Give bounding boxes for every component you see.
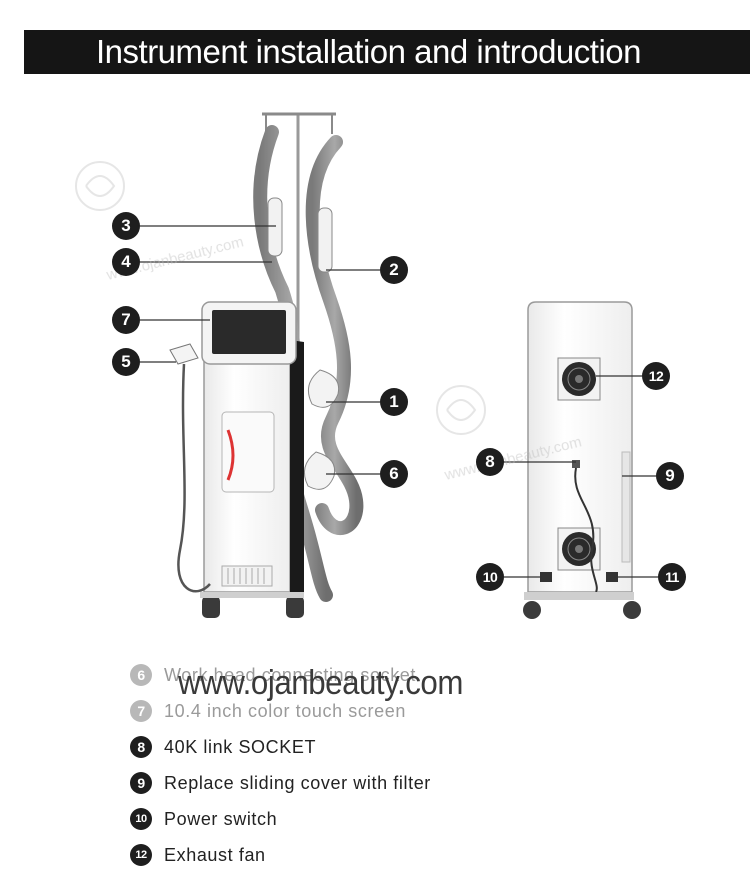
- legend-text: Work head connecting socket: [164, 664, 417, 685]
- legend-text: 40K link SOCKET: [164, 736, 317, 757]
- exhaust-fan-icon: [557, 357, 601, 401]
- callout-2: 2: [380, 256, 408, 284]
- ojan-logo-icon: [75, 161, 486, 435]
- legend-item: 12 Exhaust fan: [130, 837, 431, 873]
- callout-12: 12: [642, 362, 670, 390]
- header-banner: [24, 30, 750, 74]
- legend-text: Replace sliding cover with filter: [164, 772, 431, 793]
- legend-item: 7 10.4 inch color touch screen: [130, 693, 431, 729]
- callout-11: 11: [658, 563, 686, 591]
- callout-6: 6: [380, 460, 408, 488]
- callout-7: 7: [112, 306, 140, 334]
- callout-4: 4: [112, 248, 140, 276]
- website-watermark: www.ojanbeauty.com: [178, 664, 463, 702]
- callout-10: 10: [476, 563, 504, 591]
- device-illustration: www.ojanbeauty.com www.ojanbeauty.com: [75, 112, 658, 619]
- callout-9: 9: [656, 462, 684, 490]
- legend-number: 9: [130, 772, 152, 794]
- legend-list: 6 Work head connecting socket 7 10.4 inc…: [130, 657, 431, 873]
- legend-text: Exhaust fan: [164, 844, 266, 865]
- legend-number: 6: [130, 664, 152, 686]
- legend-item: 6 Work head connecting socket: [130, 657, 431, 693]
- legend-number: 10: [130, 808, 152, 830]
- page-title: Instrument installation and introduction: [96, 33, 642, 70]
- legend-item: 9 Replace sliding cover with filter: [130, 765, 431, 801]
- legend-item: 8 40K link SOCKET: [130, 729, 431, 765]
- callout-5: 5: [112, 348, 140, 376]
- back-panel: [527, 301, 633, 593]
- legend-number: 7: [130, 700, 152, 722]
- legend-number: 12: [130, 844, 152, 866]
- callout-1: 1: [380, 388, 408, 416]
- legend-number: 8: [130, 736, 152, 758]
- legend-text: 10.4 inch color touch screen: [164, 700, 406, 721]
- callout-3: 3: [112, 212, 140, 240]
- hose-right: [305, 135, 364, 536]
- legend-text: Power switch: [164, 808, 278, 829]
- callout-8: 8: [476, 448, 504, 476]
- legend-item: 10 Power switch: [130, 801, 431, 837]
